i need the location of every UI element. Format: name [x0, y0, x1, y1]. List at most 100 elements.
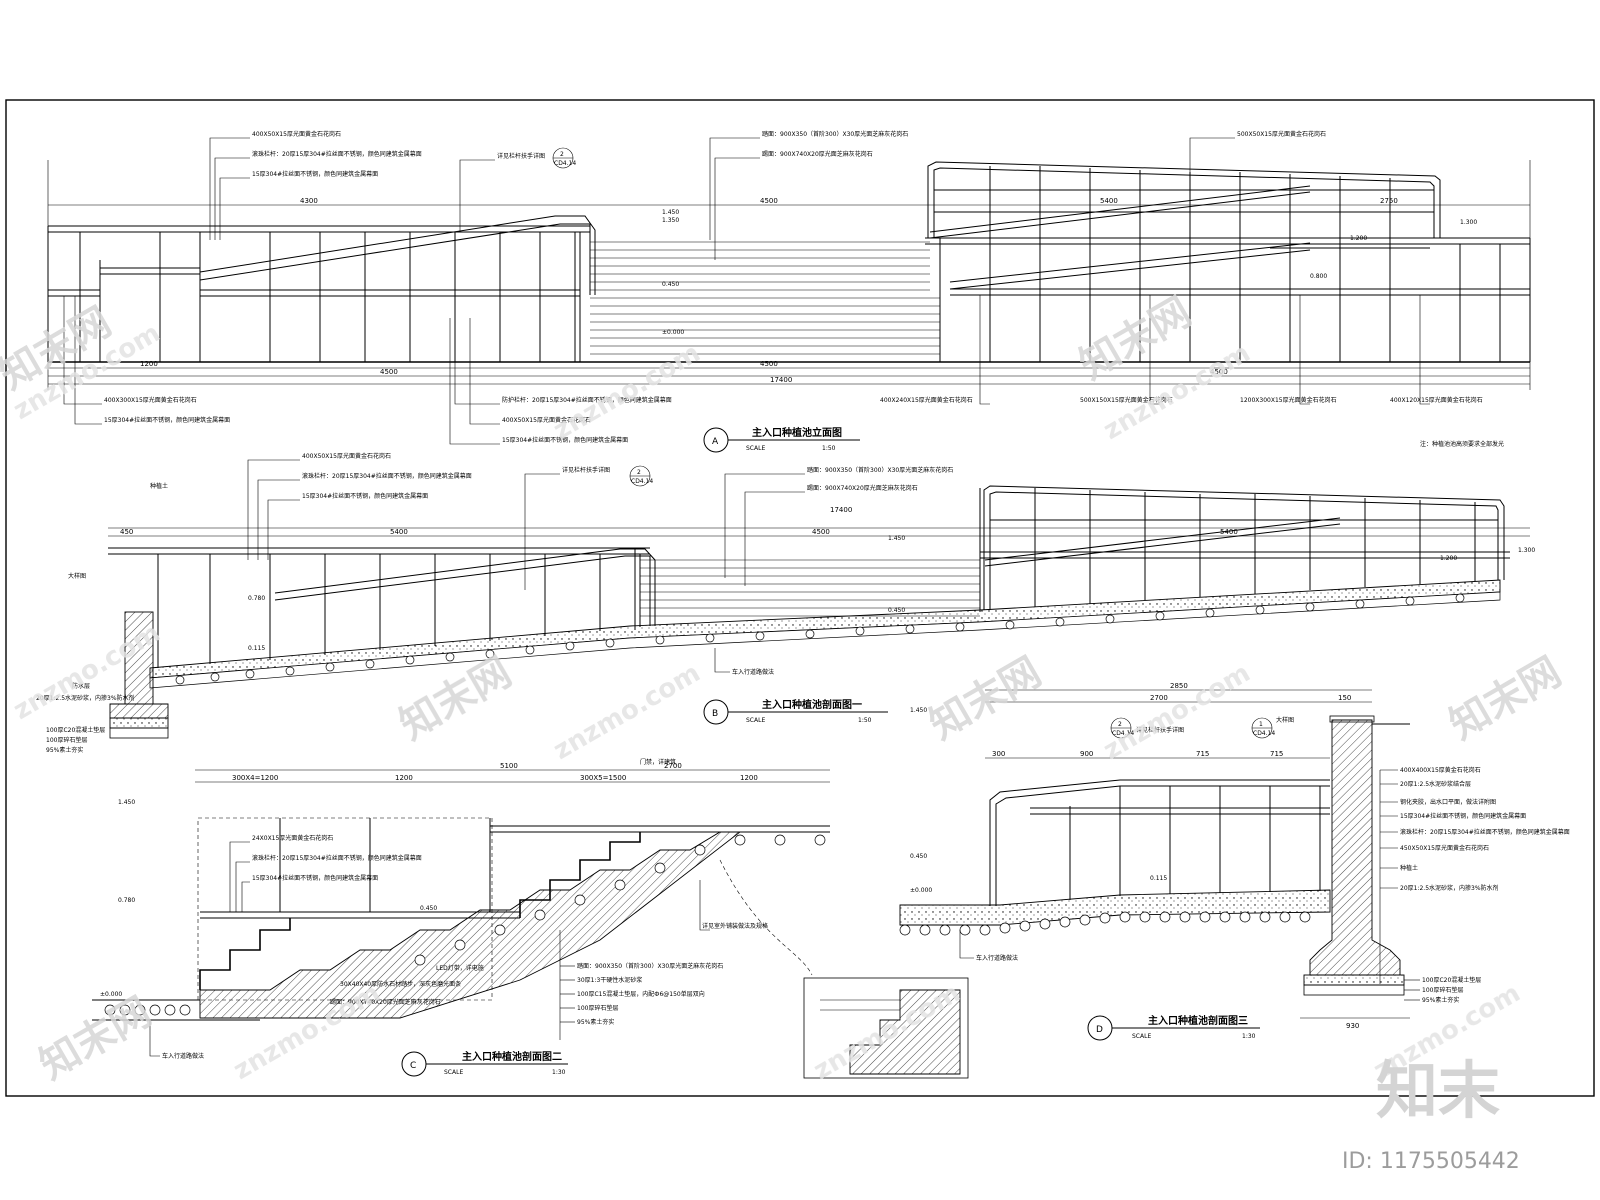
note-a-top-2: 15厚304#拉丝面不锈钢，颜色同建筑金属幕面	[252, 170, 378, 178]
view-a-mark: A	[712, 437, 719, 447]
note-d-12: 95%素土夯实	[1422, 996, 1459, 1004]
callout-a-num: 2	[560, 151, 564, 158]
note-b-gravel: 100厚碎石垫层	[46, 736, 87, 744]
view-d-mark: D	[1096, 1025, 1103, 1035]
callout-a-sheet: CD4.14	[554, 160, 576, 167]
callout-d2-num: 1	[1259, 721, 1263, 728]
note-d-13: 车入行道路做法	[976, 954, 1018, 962]
view-a-scale: 1:50	[822, 445, 836, 452]
section-c-leaders: 24X0X15厚光面黄金石花岗石 滚珠栏杆：20厚15厚304#拉丝面不锈钢，颜…	[149, 758, 768, 1060]
section-d-dimensions: 2850 2700 150 300 900 715 715 930 1.450 …	[910, 682, 1410, 1030]
view-b-section: 450 5400 4500 17400 5400 0.780 0.115 1.4…	[36, 452, 1535, 754]
dim-d-300: 300	[992, 750, 1005, 758]
note-a-bot-6: 500X150X15厚光面黄金石花岗石	[1080, 396, 1173, 404]
dim-d-715a: 715	[1196, 750, 1209, 758]
elev-b-1450: 1.450	[888, 535, 905, 542]
view-c-scale: 1:30	[552, 1069, 566, 1076]
note-a-general: 注：种植池池高须要求全部发光	[1420, 440, 1504, 448]
dim-d-150: 150	[1338, 694, 1351, 702]
elev-b-0115: 0.115	[248, 645, 265, 652]
watermark-text-5: znzmo.com	[549, 658, 706, 766]
dim-d-930: 930	[1346, 1022, 1359, 1030]
dim-c-5100: 5100	[500, 762, 518, 770]
view-d-scale: 1:30	[1242, 1033, 1256, 1040]
note-a-top-6: 500X50X15厚光面黄金石花岗石	[1237, 130, 1326, 138]
section-c-stair-slab	[199, 831, 742, 1019]
dim-a-4300: 4300	[300, 197, 318, 205]
note-a-bot-7: 1200X300X15厚光面黄金石花岗石	[1240, 396, 1337, 404]
note-d-6: 滚珠栏杆：20厚15厚304#拉丝面不锈钢，颜色同建筑金属幕面	[1400, 828, 1570, 836]
note-c-13: 车入行道路做法	[162, 1052, 204, 1060]
dim-b-4500: 4500	[812, 528, 830, 536]
elev-c-0000: ±0.000	[100, 991, 122, 998]
dim-a-4500c: 4500	[1210, 368, 1228, 376]
note-c-1: 滚珠栏杆：20厚15厚304#拉丝面不锈钢，颜色同建筑金属幕面	[252, 854, 422, 862]
note-c-8: 100厚碎石垫层	[577, 1004, 618, 1012]
sheet-border	[5, 99, 1595, 1097]
elev-a-1200: 1.200	[1350, 235, 1367, 242]
view-c-mark: C	[410, 1061, 416, 1071]
elev-b-1300: 1.300	[1518, 547, 1535, 554]
dim-d-900: 900	[1080, 750, 1093, 758]
section-b-posts	[157, 488, 1476, 668]
view-d-title: D 主入口种植池剖面图三 SCALE 1:30	[1087, 1014, 1260, 1041]
note-b-3: 详见栏杆扶手详图	[562, 466, 610, 474]
elev-d-1450: 1.450	[910, 707, 927, 714]
note-b-planting: 种植土	[150, 482, 168, 490]
note-b-1: 滚珠栏杆：20厚15厚304#拉丝面不锈钢，颜色同建筑金属幕面	[302, 472, 472, 480]
note-d-2: 400X400X15厚黄金石花岗石	[1400, 766, 1481, 774]
elev-b-1200: 1.200	[1440, 555, 1457, 562]
dim-a-1200: 1200	[140, 360, 158, 368]
view-a-title: A 主入口种植池立面图 SCALE 1:50	[703, 426, 860, 453]
view-d-scale-label: SCALE	[1132, 1033, 1151, 1040]
dim-a-4500: 4500	[760, 197, 778, 205]
elev-a-0800: 0.800	[1310, 273, 1327, 280]
callout-b-sheet: CD4.14	[631, 478, 653, 485]
dim-a-5400: 5400	[1100, 197, 1118, 205]
dim-c-1200c: 1200	[740, 774, 758, 782]
note-c-6: 30厚1:3干硬性水泥砂浆	[577, 976, 642, 984]
note-c-7: 100厚C15混凝土垫层，内配Ф6@150单层双向	[577, 990, 705, 998]
note-c-12: 踢面：900X740X20厚光面芝麻灰花岗石	[330, 998, 441, 1006]
view-a-scale-label: SCALE	[746, 445, 765, 452]
note-d-8: 种植土	[1400, 864, 1418, 872]
view-b-scale: 1:50	[858, 717, 872, 724]
note-a-top-4: 踏面：900X350（首阶300）X30厚光面芝麻灰花岗石	[762, 130, 908, 138]
watermark-text-6: znzmo.com	[1099, 658, 1256, 766]
image-id: ID: 1175505442	[1342, 1149, 1520, 1174]
dim-a-2750: 2750	[1380, 197, 1398, 205]
note-c-2: 15厚304#拉丝面不锈钢，颜色同建筑金属幕面	[252, 874, 378, 882]
note-b-0: 400X50X15厚光面黄金石花岗石	[302, 452, 391, 460]
elev-a-1450: 1.450	[662, 209, 679, 216]
note-a-bot-3: 400X50X15厚光面黄金石花岗石	[502, 416, 591, 424]
note-d-11: 100厚碎石垫层	[1422, 986, 1463, 994]
view-a-title-text: 主入口种植池立面图	[752, 426, 842, 439]
elev-d-0000: ±0.000	[910, 887, 932, 894]
section-c-detail-inset	[719, 859, 969, 1079]
dim-b-450: 450	[120, 528, 133, 536]
note-c-3: 门禁，详建筑	[640, 758, 676, 766]
note-b-soil: 95%素土夯实	[46, 746, 83, 754]
dim-b-17400: 17400	[830, 506, 852, 514]
note-c-9: 95%素土夯实	[577, 1018, 614, 1026]
dim-b-5400: 5400	[390, 528, 408, 536]
elev-d-0450: 0.450	[910, 853, 927, 860]
dim-c-1200a: 300X4=1200	[232, 774, 278, 782]
elev-a-leaders: 400X50X15厚光面黄金石花岗石 滚珠栏杆：20厚15厚304#拉丝面不锈钢…	[63, 130, 1504, 448]
note-c-5: 踏面：900X350（首阶300）X30厚光面芝麻灰花岗石	[577, 962, 723, 970]
section-c-dimensions: 5100 300X4=1200 1200 2700 300X5=1500 120…	[100, 762, 830, 998]
view-c-section: 5100 300X4=1200 1200 2700 300X5=1500 120…	[92, 758, 969, 1079]
dim-d-2700: 2700	[1150, 694, 1168, 702]
watermark-cn-5: 知末网	[1442, 649, 1569, 749]
note-b-mortar: 20厚1:2.5水泥砂浆，内掺3%防水剂	[36, 694, 135, 702]
view-c-scale-label: SCALE	[444, 1069, 463, 1076]
dim-c-1500: 300X5=1500	[580, 774, 626, 782]
view-b-title-text: 主入口种植池剖面图一	[762, 698, 862, 711]
note-c-4: 详见室外铺装做法及规格	[702, 922, 768, 930]
section-d-leaders: 2 CD4.14 详见栏杆扶手详图 1 CD4.14 大样图 400X400X1…	[959, 716, 1570, 1004]
dim-c-1200b: 1200	[395, 774, 413, 782]
watermark-cn-6: 知末网	[32, 989, 159, 1089]
dim-d-715b: 715	[1270, 750, 1283, 758]
section-b-stairs	[634, 548, 981, 630]
